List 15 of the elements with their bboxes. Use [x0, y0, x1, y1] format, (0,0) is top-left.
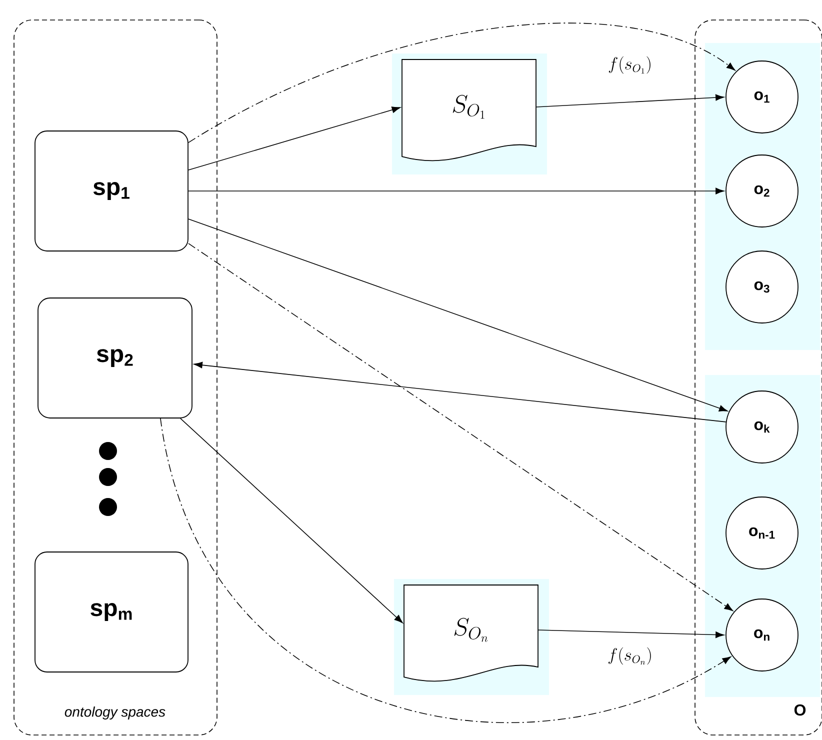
space-box: sp$_{1}$	[34, 130, 188, 252]
arrow	[188, 188, 724, 194]
arrow	[538, 630, 724, 638]
arrow	[180, 418, 403, 624]
arrow	[188, 218, 728, 412]
space-box: sp$_{2}$	[38, 298, 192, 418]
arrow	[188, 106, 401, 170]
arrow	[160, 418, 732, 723]
arrow	[188, 243, 734, 611]
edge-label: $f(s_{O_1})$	[607, 55, 653, 75]
space-box: sp$_{m}$	[34, 552, 188, 672]
edge-label: $f(s_{O_n})$	[606, 646, 654, 666]
arrow	[188, 23, 736, 143]
arrow	[194, 362, 726, 422]
arrow	[536, 94, 724, 108]
